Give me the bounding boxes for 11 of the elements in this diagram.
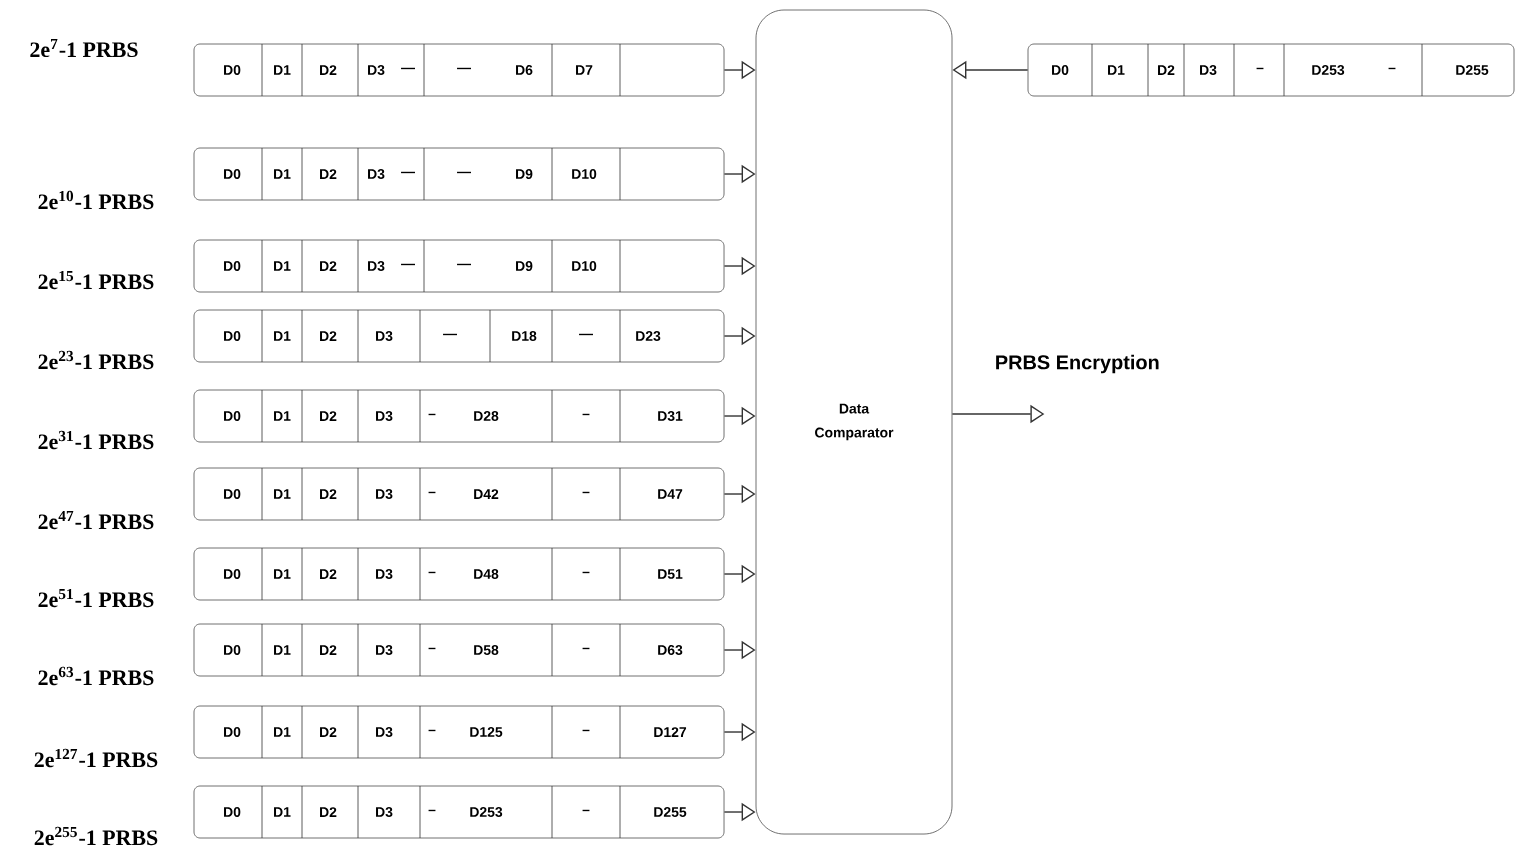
register-label: 2e$^{23}$-1 PRBS xyxy=(38,350,154,370)
register-label: 2e$^{31}$-1 PRBS xyxy=(38,430,154,450)
register-label: 2e$^{47}$-1 PRBS xyxy=(38,510,154,530)
register-label: 2e$^{15}$-1 PRBS xyxy=(38,270,154,290)
register-label: 2e$^{10}$-1 PRBS xyxy=(38,190,154,210)
register-label: 2e$^{7}$-1 PRBS xyxy=(30,38,138,58)
register-label: 2e$^{255}$-1 PRBS xyxy=(34,826,158,846)
register-label: 2e$^{127}$-1 PRBS xyxy=(34,748,158,768)
edge-label: PRBS Encryption xyxy=(996,354,1159,374)
register-label: 2e$^{63}$-1 PRBS xyxy=(38,666,154,686)
register-label: 2e$^{51}$-1 PRBS xyxy=(38,588,154,608)
